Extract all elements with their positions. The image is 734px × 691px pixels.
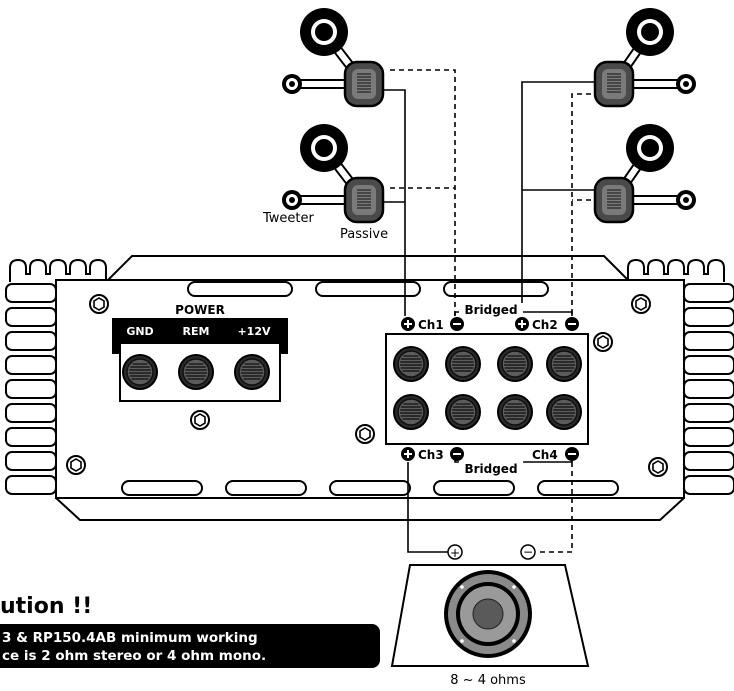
ch4-label-group: Ch4 — [514, 446, 579, 462]
ch1-label-group: Ch1 — [401, 317, 464, 332]
power-terminal-screw-icon — [178, 354, 214, 390]
screw-icon — [66, 455, 86, 475]
gnd-label: GND — [126, 325, 153, 338]
wire-ch2-positive — [521, 81, 600, 316]
tweeter-label: Tweeter — [262, 211, 315, 226]
screw-icon — [593, 332, 613, 352]
power-label: POWER — [175, 303, 225, 317]
caution-line-1: 3 & RP150.4AB minimum working — [2, 630, 258, 646]
right-top-fins — [627, 258, 725, 282]
component-speaker-set — [593, 124, 696, 224]
ch3-label: Ch3 — [418, 448, 444, 462]
tweeter-icon — [676, 74, 696, 94]
component-speaker-set — [593, 8, 696, 108]
sub-positive-terminal — [447, 544, 463, 560]
ch3-label-group: Ch3 — [401, 447, 464, 462]
subwoofer: + − — [390, 544, 590, 667]
passive-crossover-icon — [343, 176, 385, 224]
passive-crossover-icon — [593, 60, 635, 108]
speaker-terminal-screw-icon — [393, 394, 429, 430]
wire-ch1-negative — [390, 69, 456, 316]
power-terminal-screw-icon — [122, 354, 158, 390]
bottom-bevel — [55, 497, 685, 521]
ch2-label: Ch2 — [532, 318, 558, 332]
wire-ch2-negative — [571, 93, 600, 316]
v12-label: +12V — [237, 325, 271, 338]
screw-icon — [631, 294, 651, 314]
caution-banner — [0, 624, 380, 668]
caution-line-2: ce is 2 ohm stereo or 4 ohm mono. — [2, 648, 266, 664]
speaker-terminal-screw-icon — [445, 346, 481, 382]
passive-crossover-icon — [593, 176, 635, 224]
passive-label: Passive — [340, 227, 388, 242]
bridged-top-label: Bridged — [464, 303, 517, 317]
woofer-icon — [300, 124, 348, 172]
left-top-fins — [9, 258, 107, 282]
component-speaker-set — [282, 8, 385, 108]
terminal-knobs — [122, 346, 582, 430]
tweeter-icon — [676, 190, 696, 210]
woofer-icon — [626, 124, 674, 172]
sub-minus-sign: − — [523, 545, 533, 559]
tweeter-icon — [282, 74, 302, 94]
right-heatsink — [683, 283, 734, 495]
speaker-terminal-screw-icon — [497, 346, 533, 382]
passive-crossover-icon — [343, 60, 385, 108]
speaker-terminal-screw-icon — [393, 346, 429, 382]
rem-label: REM — [183, 325, 210, 338]
channel-labels: Ch1 Ch2 Ch3 Ch4 — [401, 317, 579, 462]
screw-icon — [648, 457, 668, 477]
sub-negative-terminal — [520, 544, 536, 560]
left-heatsink — [5, 283, 57, 495]
ch4-label: Ch4 — [532, 448, 558, 462]
speaker-terminal-screw-icon — [546, 346, 582, 382]
component-speakers — [282, 8, 696, 224]
speaker-terminal-screw-icon — [546, 394, 582, 430]
tweeter-icon — [282, 190, 302, 210]
power-terminal-screw-icon — [234, 354, 270, 390]
speaker-terminal-screw-icon — [445, 394, 481, 430]
ch1-label: Ch1 — [418, 318, 444, 332]
impedance-label: 8 ~ 4 ohms — [450, 673, 526, 688]
screw-icon — [89, 294, 109, 314]
top-bevel — [107, 255, 629, 281]
woofer-icon — [626, 8, 674, 56]
bridged-bottom-label: Bridged — [464, 462, 517, 476]
sub-plus-sign: + — [450, 546, 460, 560]
screw-icon — [190, 410, 210, 430]
screws — [66, 294, 668, 477]
wire-bridged-negative — [536, 462, 573, 553]
wire-bridged-positive — [407, 462, 448, 553]
woofer-icon — [300, 8, 348, 56]
component-speaker-set — [282, 124, 385, 224]
ch2-label-group: Ch2 — [515, 317, 579, 332]
speaker-terminal-screw-icon — [497, 394, 533, 430]
caution-title: ution !! — [0, 594, 92, 619]
screw-icon — [355, 424, 375, 444]
